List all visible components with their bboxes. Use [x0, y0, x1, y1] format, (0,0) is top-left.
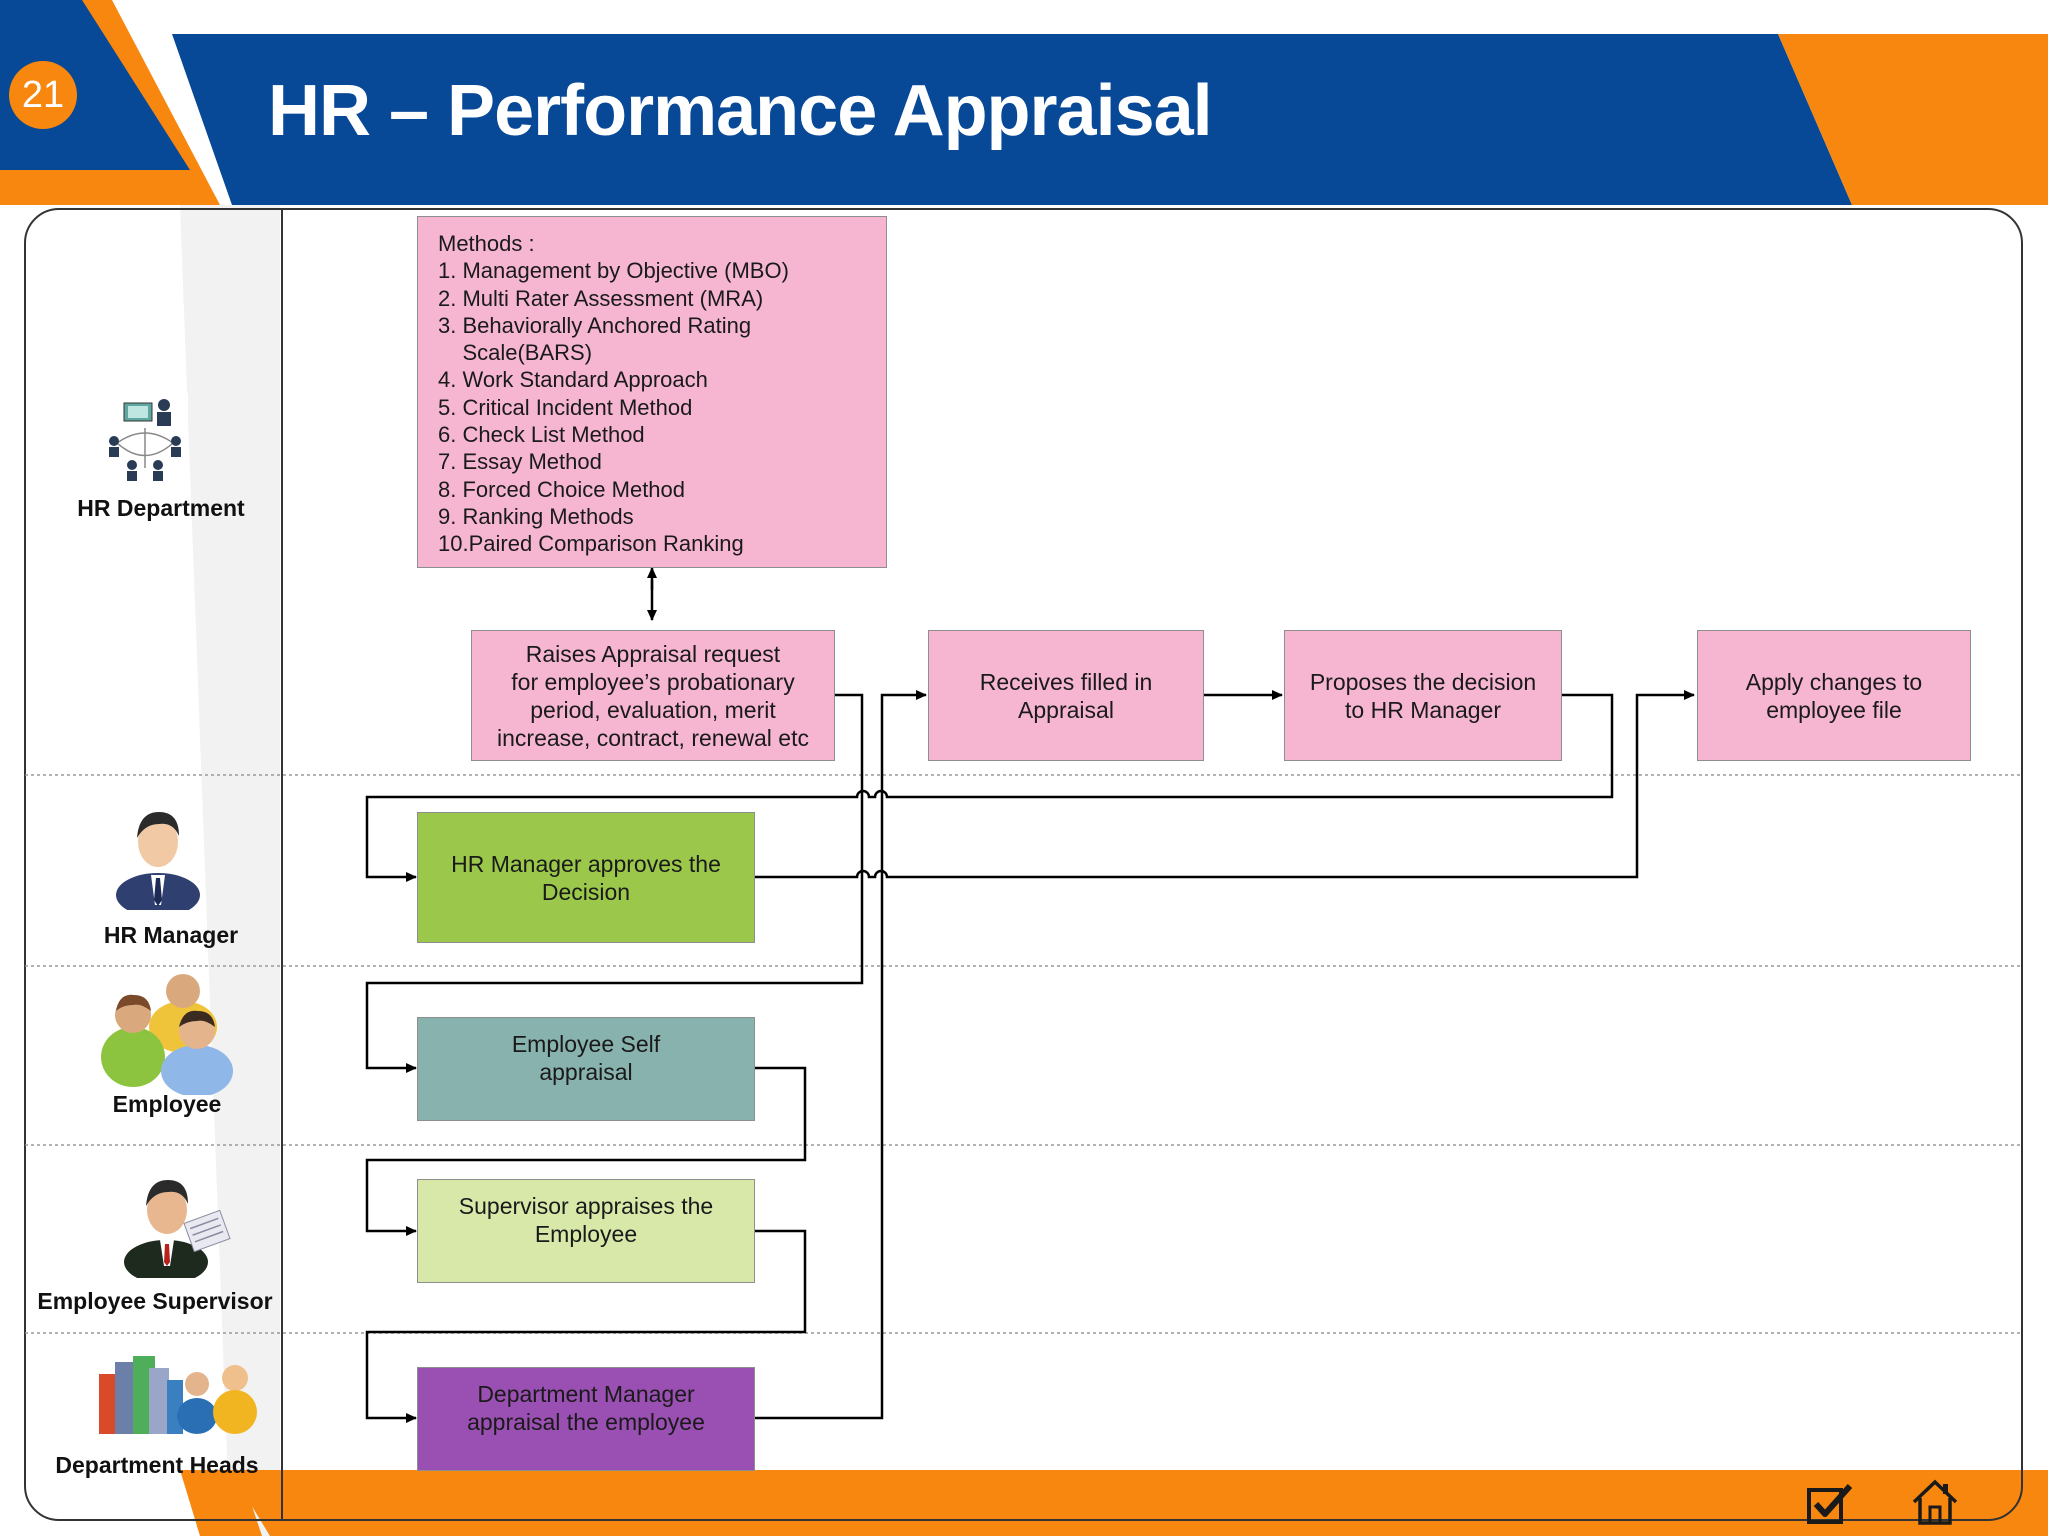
lane-label-department-heads: Department Heads: [55, 1452, 259, 1478]
method-item: 4. Work Standard Approach: [438, 367, 708, 393]
swimlane-frame: [24, 208, 2023, 1521]
method-item: 6. Check List Method: [438, 422, 645, 448]
lane-label-hr-department: HR Department: [77, 495, 245, 521]
methods-list: Methods : 1. Management by Objective (MB…: [438, 230, 789, 558]
method-item: 5. Critical Incident Method: [438, 394, 693, 420]
method-item: 2. Multi Rater Assessment (MRA): [438, 285, 764, 311]
supervisor-paperwork-icon: [124, 1180, 231, 1278]
lane-label-employee-supervisor: Employee Supervisor: [37, 1288, 273, 1314]
apply-changes-box: Apply changes to employee file: [1697, 630, 1971, 761]
supervisor-appraises-text: Supervisor appraises the Employee: [458, 1193, 714, 1247]
self-appraisal-box: Employee Self appraisal: [417, 1017, 755, 1121]
dept-manager-appraisal-text: Department Manager appraisal the employe…: [467, 1381, 705, 1435]
header-right-orange: [1778, 34, 2048, 205]
page-title: HR – Performance Appraisal: [268, 71, 1213, 151]
raise-request-text: Raises Appraisal request for employee’s …: [497, 640, 809, 751]
businessman-icon: [116, 812, 200, 910]
self-to-supervisor: [365, 1066, 807, 1236]
group-people-icon: [101, 974, 233, 1095]
methods-heading: Methods :: [438, 231, 535, 256]
method-item: Scale(BARS): [438, 340, 593, 366]
left-shade-band: [180, 205, 280, 1536]
method-item: 1. Management by Objective (MBO): [438, 258, 789, 284]
apply-changes-text: Apply changes to employee file: [1745, 668, 1923, 723]
method-item: 3. Behaviorally Anchored Rating: [438, 312, 752, 338]
methods-box: Methods : 1. Management by Objective (MB…: [417, 216, 887, 568]
receive-appraisal-text: Receives filled in Appraisal: [979, 668, 1153, 723]
lane-label-hr-manager: HR Manager: [103, 922, 239, 948]
supervisor-to-dept-manager: [365, 1229, 807, 1423]
method-item: 9. Ranking Methods: [438, 503, 634, 529]
method-item: 10.Paired Comparison Ranking: [438, 531, 744, 557]
self-appraisal-text: Employee Self appraisal: [511, 1031, 661, 1085]
page-number-badge: 21: [9, 61, 77, 129]
request-to-self-appraisal: [365, 693, 864, 1073]
supervisor-appraises-box: Supervisor appraises the Employee: [417, 1179, 755, 1283]
flow-connectors: [365, 567, 1695, 1423]
propose-to-approve: [365, 693, 1614, 882]
propose-decision-box: Proposes the decision to HR Manager: [1284, 630, 1562, 761]
receive-appraisal-box: Receives filled in Appraisal: [928, 630, 1204, 761]
approve-to-apply: [754, 690, 1695, 879]
network-people-icon: [102, 393, 188, 483]
header-blue-banner: [172, 34, 1852, 205]
raise-request-box: Raises Appraisal request for employee’s …: [471, 630, 835, 761]
propose-decision-text: Proposes the decision to HR Manager: [1309, 668, 1537, 723]
method-item: 7. Essay Method: [438, 449, 602, 475]
dept-manager-appraisal-box: Department Manager appraisal the employe…: [417, 1367, 755, 1471]
manager-approves-text: HR Manager approves the Decision: [451, 850, 721, 905]
dept-manager-to-receive: [754, 690, 927, 1420]
method-item: 8. Forced Choice Method: [438, 476, 686, 502]
lane-dividers: [25, 774, 2022, 1334]
home-icon[interactable]: [1910, 1478, 1960, 1526]
manager-approves-box: HR Manager approves the Decision: [417, 812, 755, 943]
lane-label-employee: Employee: [112, 1091, 222, 1117]
footer-orange-band: [230, 1470, 2048, 1536]
buildings-people-icon: [99, 1356, 257, 1434]
checkmark-icon[interactable]: [1806, 1482, 1854, 1526]
